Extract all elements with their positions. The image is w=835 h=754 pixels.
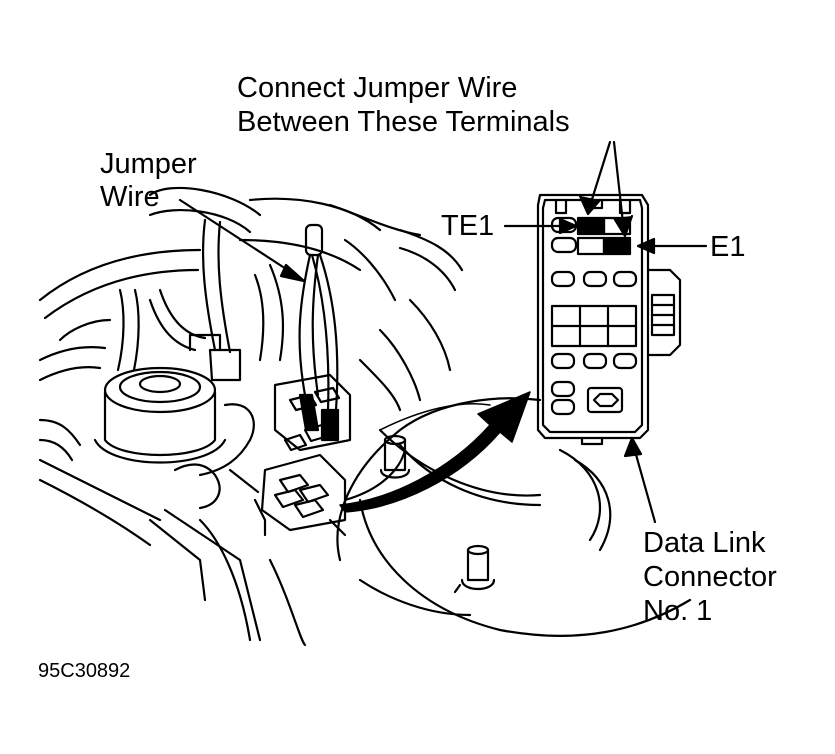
engine-bay-background [38,186,692,647]
jumper-wire [298,223,340,442]
te1-terminal [576,216,606,236]
dlc-label-line3: No. 1 [643,595,713,627]
leader-lines [178,140,708,524]
data-link-connector [536,193,682,446]
jumper-wire-label-line2: Wire [100,181,160,213]
te1-label: TE1 [441,210,495,242]
connect-label-line2: Between These Terminals [237,106,570,138]
figure-id: 95C30892 [38,660,131,682]
e1-label: E1 [710,231,746,263]
curved-arrow [339,391,531,513]
dlc-label-line2: Connector [643,561,777,593]
jumper-wire-label-line1: Jumper [100,148,197,180]
e1-terminal [602,236,632,256]
dlc-label-line1: Data Link [643,527,766,559]
connect-label-line1: Connect Jumper Wire [237,72,518,104]
